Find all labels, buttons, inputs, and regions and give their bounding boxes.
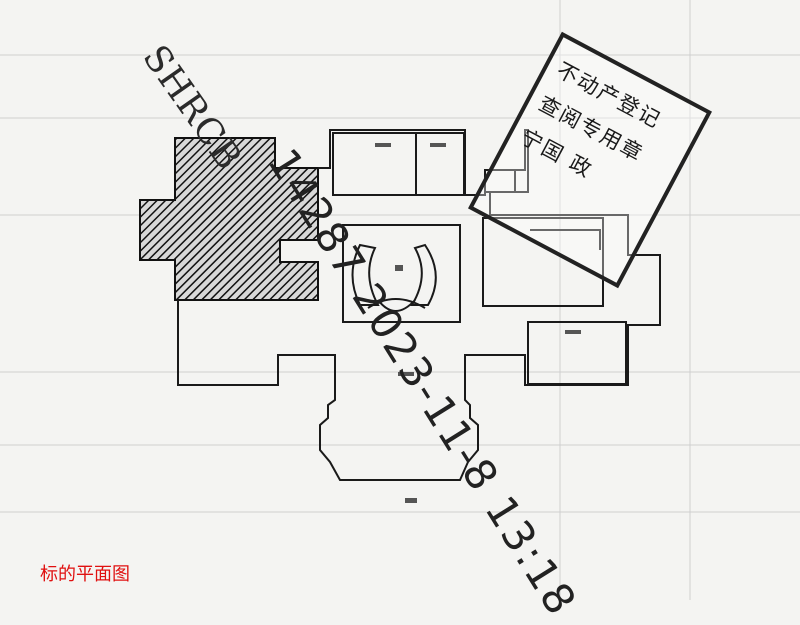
- hatched-area: [139, 137, 319, 301]
- background-grid: [0, 0, 800, 600]
- caption-text: 标的平面图: [40, 564, 130, 585]
- room-label-marks: [375, 143, 581, 503]
- floor-plan-outline: [177, 129, 661, 481]
- floor-plan-scan: [0, 0, 800, 600]
